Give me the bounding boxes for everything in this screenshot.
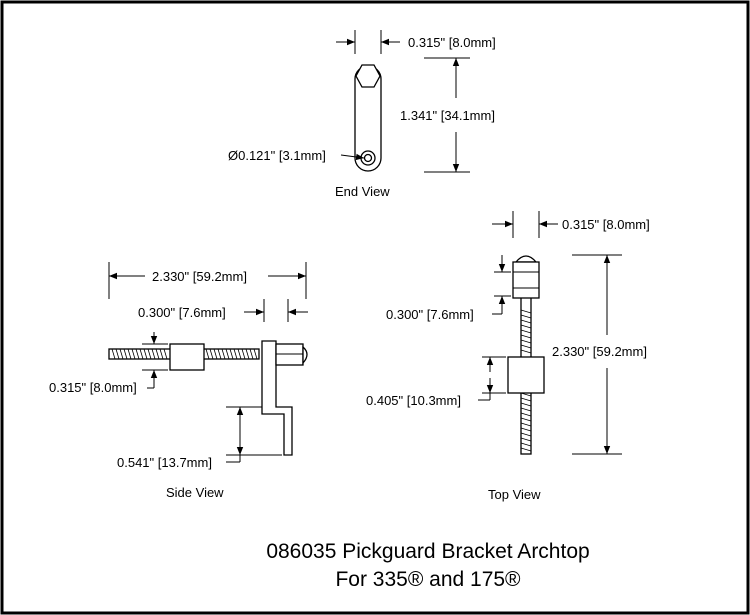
side-view-offset-label: 0.300" [7.6mm] [138,305,226,320]
side-view-overall-label: 2.330" [59.2mm] [152,269,247,284]
top-view-block-dimension: 0.405" [10.3mm] [366,356,506,408]
top-view-part [507,255,545,455]
top-view: 0.315" [8.0mm] 0.300" [7.6mm] 2.330" [59… [366,211,650,502]
side-view-foot-label: 0.541" [13.7mm] [117,455,212,470]
top-view-width-label: 0.315" [8.0mm] [562,217,650,232]
end-view-hole-dimension: Ø0.121" [3.1mm] [228,148,365,163]
top-view-overall-dimension: 2.330" [59.2mm] [552,254,647,455]
top-view-nut-label: 0.300" [7.6mm] [386,307,474,322]
end-view-length-label: 1.341" [34.1mm] [400,108,495,123]
top-view-block-label: 0.405" [10.3mm] [366,393,461,408]
top-view-overall-label: 2.330" [59.2mm] [552,344,647,359]
end-view: 0.315" [8.0mm] 1.341" [34.1mm] Ø0.121" [… [228,30,496,199]
side-view-part [108,340,308,456]
side-view-nut-label: 0.315" [8.0mm] [49,380,137,395]
side-view-foot-dimension: 0.541" [13.7mm] [117,406,282,470]
title-line-2: For 335® and 175® [335,568,521,591]
top-view-caption: Top View [488,487,541,502]
side-view: 2.330" [59.2mm] 0.300" [7.6mm] 0.315" [8… [49,262,308,500]
side-view-offset-dimension: 0.300" [7.6mm] [138,299,308,322]
side-view-caption: Side View [166,485,224,500]
top-view-width-dimension: 0.315" [8.0mm] [492,211,650,238]
title-line-1: 086035 Pickguard Bracket Archtop [266,540,589,563]
end-view-width-label: 0.315" [8.0mm] [408,35,496,50]
side-view-nut-dimension: 0.315" [8.0mm] [49,332,168,395]
side-view-overall-dimension: 2.330" [59.2mm] [108,262,307,299]
side-view-threads [111,348,258,360]
top-view-threads [520,309,532,452]
end-view-caption: End View [335,184,390,199]
end-view-length-dimension: 1.341" [34.1mm] [400,57,495,173]
title-block: 086035 Pickguard Bracket Archtop For 335… [266,540,589,591]
top-view-nut-dimension: 0.300" [7.6mm] [386,255,511,322]
end-view-hole-label: Ø0.121" [3.1mm] [228,148,326,163]
end-view-part [354,64,382,172]
end-view-width-dimension: 0.315" [8.0mm] [336,30,496,54]
